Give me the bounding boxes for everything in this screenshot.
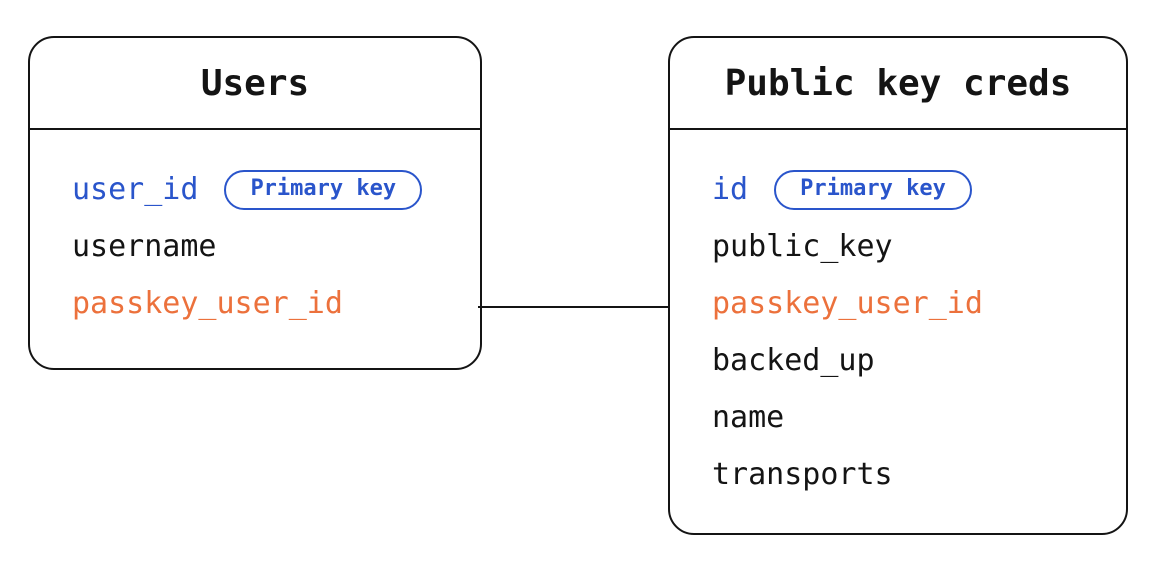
table-public-key-creds-body: id Primary key public_key passkey_user_i… [670, 130, 1126, 503]
field-name: passkey_user_id [72, 286, 343, 321]
field-name: passkey_user_id [712, 286, 983, 321]
field-row-public-key: public_key [712, 218, 1126, 275]
field-row-passkey-user-id: passkey_user_id [712, 275, 1126, 332]
table-public-key-creds-header: Public key creds [670, 38, 1126, 130]
relationship-connector [478, 306, 670, 308]
field-name: backed_up [712, 343, 875, 378]
field-name: name [712, 400, 785, 435]
field-row-user-id: user_id Primary key [72, 161, 480, 218]
primary-key-badge: Primary key [224, 169, 423, 210]
field-name: username [72, 229, 217, 264]
table-users-title: Users [200, 62, 310, 104]
field-row-name: name [712, 389, 1126, 446]
field-row-username: username [72, 218, 480, 275]
field-name: user_id [72, 172, 199, 207]
field-row-backed-up: backed_up [712, 332, 1126, 389]
field-name: public_key [712, 229, 893, 264]
field-row-transports: transports [712, 446, 1126, 503]
table-users: Users user_id Primary key username passk… [28, 36, 482, 370]
primary-key-badge: Primary key [774, 169, 972, 210]
field-row-passkey-user-id: passkey_user_id [72, 275, 480, 332]
field-row-id: id Primary key [712, 161, 1126, 218]
table-public-key-creds-title: Public key creds [724, 62, 1072, 104]
table-users-body: user_id Primary key username passkey_use… [30, 130, 480, 332]
field-name: transports [712, 457, 893, 492]
table-users-header: Users [30, 38, 480, 130]
field-name: id [712, 172, 749, 207]
table-public-key-creds: Public key creds id Primary key public_k… [668, 36, 1128, 535]
